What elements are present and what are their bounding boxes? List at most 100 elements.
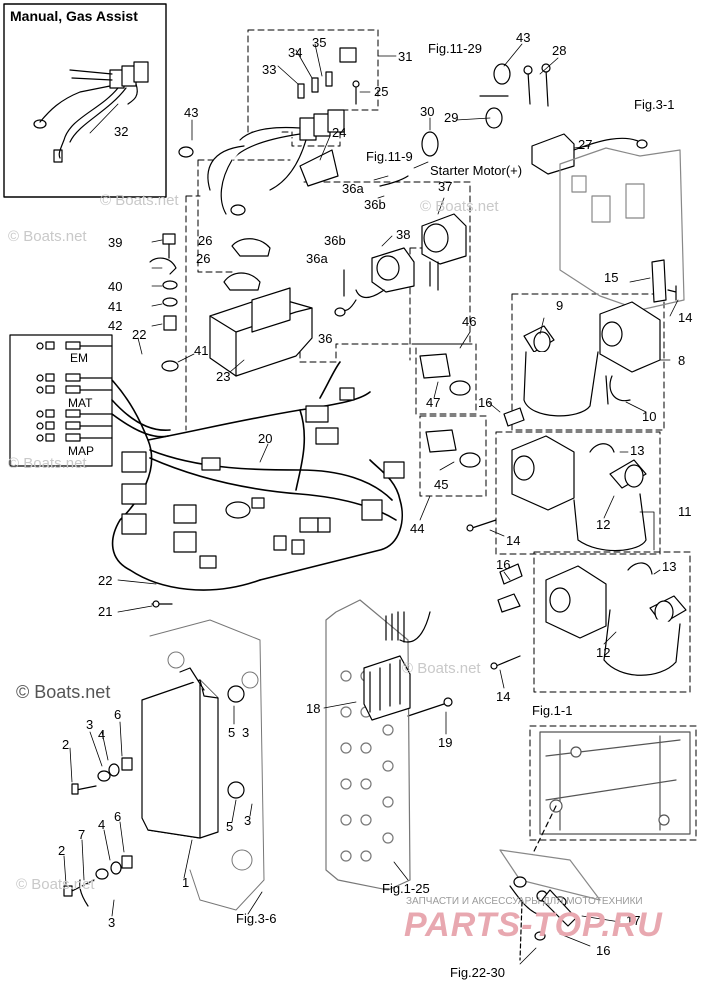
callout-36[interactable]: 36: [318, 331, 333, 346]
fig1-1-detail: [539, 731, 691, 835]
watermark-3: © Boats.net: [420, 198, 499, 215]
ground-cable: [499, 849, 601, 961]
bracket-15: [651, 259, 667, 303]
ref-fig3-6[interactable]: Fig.3-6: [236, 911, 277, 926]
callout-13-lower[interactable]: 13: [662, 559, 677, 574]
callout-38[interactable]: 38: [396, 227, 411, 242]
callout-13-upper[interactable]: 13: [630, 443, 645, 458]
callout-14-top[interactable]: 14: [678, 310, 693, 325]
callout-40[interactable]: 40: [108, 279, 123, 294]
callout-36b-top[interactable]: 36b: [364, 197, 386, 212]
callout-12-lower[interactable]: 12: [596, 645, 611, 660]
engine-block-upper: [559, 147, 685, 311]
callout-4-lower[interactable]: 4: [98, 817, 106, 832]
callout-26-upper[interactable]: 26: [198, 233, 213, 248]
engine-plate-right: [325, 599, 431, 891]
callout-22-bottom[interactable]: 22: [98, 573, 113, 588]
callout-36a-top[interactable]: 36a: [342, 181, 364, 196]
callout-37[interactable]: 37: [438, 179, 453, 194]
callout-14-mid[interactable]: 14: [506, 533, 521, 548]
starter-relay-27: [531, 133, 648, 175]
temperature-sensors: [419, 353, 481, 468]
callout-9[interactable]: 9: [556, 298, 564, 313]
callout-34[interactable]: 34: [288, 45, 303, 60]
ref-fig3-1[interactable]: Fig.3-1: [634, 97, 675, 112]
ref-fig1-1[interactable]: Fig.1-1: [532, 703, 573, 718]
callout-41-mid[interactable]: 41: [194, 343, 209, 358]
callout-47[interactable]: 47: [426, 395, 441, 410]
callout-7[interactable]: 7: [78, 827, 86, 842]
brackets: [209, 238, 313, 377]
callout-17[interactable]: 17: [626, 913, 641, 928]
callout-3-lower-right[interactable]: 3: [244, 813, 252, 828]
callout-22-top[interactable]: 22: [132, 327, 147, 342]
callout-6-upper[interactable]: 6: [114, 707, 122, 722]
callout-46[interactable]: 46: [462, 314, 477, 329]
callout-1[interactable]: 1: [182, 875, 190, 890]
callout-35[interactable]: 35: [312, 35, 327, 50]
callout-14-bottom[interactable]: 14: [496, 689, 511, 704]
callout-2-upper[interactable]: 2: [62, 737, 70, 752]
callout-10[interactable]: 10: [642, 409, 657, 424]
watermark-2: © Boats.net: [8, 455, 87, 472]
callout-42[interactable]: 42: [108, 318, 123, 333]
ref-starter-motor: Starter Motor(+): [430, 163, 523, 178]
callout-41-left[interactable]: 41: [108, 299, 123, 314]
callout-24[interactable]: 24: [332, 125, 347, 140]
callout-32[interactable]: 32: [114, 124, 129, 139]
callout-5-lower[interactable]: 5: [226, 819, 234, 834]
callout-28[interactable]: 28: [552, 43, 567, 58]
callout-33[interactable]: 33: [262, 62, 277, 77]
callout-3-upper-left[interactable]: 3: [86, 717, 94, 732]
ref-fig1-25[interactable]: Fig.1-25: [382, 881, 430, 896]
callout-30[interactable]: 30: [420, 104, 435, 119]
callout-45[interactable]: 45: [434, 477, 449, 492]
callout-19[interactable]: 19: [438, 735, 453, 750]
callout-26-lower[interactable]: 26: [196, 251, 211, 266]
inset-title: Manual, Gas Assist: [10, 8, 138, 24]
callout-44[interactable]: 44: [410, 521, 425, 536]
ref-fig11-29[interactable]: Fig.11-29: [428, 41, 482, 56]
callout-5-upper[interactable]: 5: [228, 725, 236, 740]
callout-3-bottom[interactable]: 3: [108, 915, 116, 930]
callout-18[interactable]: 18: [306, 701, 321, 716]
brand-subtitle: ЗАПЧАСТИ И АКСЕССУАРЫ ДЛЯ МОТОТЕХНИКИ: [406, 896, 643, 907]
callout-25[interactable]: 25: [374, 84, 389, 99]
callout-20[interactable]: 20: [258, 431, 273, 446]
engine-plate-left: [149, 619, 265, 911]
watermark-main: © Boats.net: [16, 682, 111, 702]
callout-11[interactable]: 11: [678, 504, 692, 519]
callout-15[interactable]: 15: [604, 270, 619, 285]
callout-27[interactable]: 27: [578, 137, 593, 152]
callout-36a-mid[interactable]: 36a: [306, 251, 328, 266]
watermark-1: © Boats.net: [8, 228, 87, 245]
watermark-5: © Boats.net: [16, 876, 95, 893]
callout-39[interactable]: 39: [108, 235, 123, 250]
watermark-6: © Boats.net: [100, 192, 179, 209]
callout-23[interactable]: 23: [216, 369, 231, 384]
sensor-label-em: EM: [70, 351, 88, 365]
callout-31[interactable]: 31: [398, 49, 413, 64]
callout-29[interactable]: 29: [444, 110, 459, 125]
callout-8[interactable]: 8: [678, 353, 686, 368]
callout-2-lower[interactable]: 2: [58, 843, 66, 858]
main-harness: [111, 361, 403, 591]
callout-4-upper[interactable]: 4: [98, 727, 106, 742]
callout-21[interactable]: 21: [98, 604, 113, 619]
ref-fig22-30[interactable]: Fig.22-30: [450, 965, 505, 980]
callout-43-left[interactable]: 43: [184, 105, 199, 120]
callout-12-upper[interactable]: 12: [596, 517, 611, 532]
fasteners: [63, 63, 677, 907]
callout-3-upper-right[interactable]: 3: [242, 725, 250, 740]
callout-16-mid[interactable]: 16: [496, 557, 511, 572]
ref-fig11-9[interactable]: Fig.11-9: [366, 149, 413, 164]
sensor-label-mat: MAT: [68, 396, 93, 410]
callout-16-bottom[interactable]: 16: [596, 943, 611, 958]
callout-6-lower[interactable]: 6: [114, 809, 122, 824]
callout-16-top[interactable]: 16: [478, 395, 493, 410]
relays: [178, 47, 357, 216]
watermark-4: © Boats.net: [402, 660, 481, 677]
callout-43-right[interactable]: 43: [516, 30, 531, 45]
callout-36b-mid[interactable]: 36b: [324, 233, 346, 248]
